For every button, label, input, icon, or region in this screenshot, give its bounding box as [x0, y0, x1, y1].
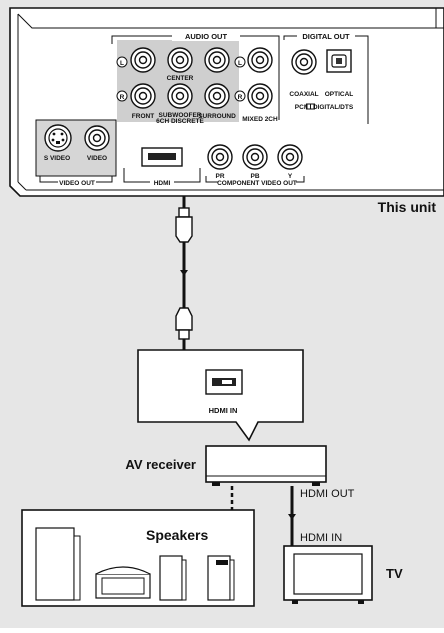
subwoofer-label: SUBWOOFER: [159, 112, 202, 119]
hdmi-label: HDMI: [154, 180, 171, 187]
video-label: VIDEO: [87, 155, 107, 162]
center-jack: [167, 47, 193, 73]
video-jack: [84, 125, 110, 151]
tv: TV: [283, 545, 403, 604]
surround-label: SURROUND: [198, 113, 236, 120]
coaxial-label: COAXIAL: [289, 91, 318, 98]
optical-label: OPTICAL: [325, 91, 354, 98]
pb-jack: [242, 144, 268, 170]
speakers-group: Speakers: [21, 509, 255, 607]
video-out-label: VIDEO OUT: [59, 180, 95, 187]
dolby-digital-icon: [306, 103, 315, 110]
pr-label: PR: [215, 173, 224, 180]
digital-out-group: DIGITAL OUT: [283, 32, 369, 124]
subwoofer-jack: [167, 83, 193, 109]
receiver-hdmi-in-label: HDMI IN: [209, 406, 238, 415]
y-label: Y: [288, 173, 293, 180]
coaxial-jack: [291, 49, 317, 75]
lr-markers: L R L R: [116, 56, 246, 102]
center-label: CENTER: [167, 75, 194, 82]
component-video-out: PR PB Y COMPONENT VIDEO OUT: [205, 144, 305, 187]
video-out-area: S VIDEO VIDEO VIDEO OUT: [35, 119, 117, 187]
audio-out-group: AUDIO OUT: [111, 32, 280, 120]
tv-hdmi-in-label: HDMI IN: [300, 532, 342, 544]
sixch-discrete-label: 6CH DISCRETE: [156, 118, 204, 125]
signal-arrow-down-2: [288, 514, 296, 520]
component-video-out-label: COMPONENT VIDEO OUT: [217, 180, 297, 187]
front-label: FRONT: [132, 113, 154, 120]
right-marker-1: R: [120, 94, 125, 101]
av-receiver: AV receiver: [125, 445, 327, 486]
mixed-2ch-label: MIXED 2CH: [242, 116, 278, 123]
unit-hdmi-port: HDMI: [123, 147, 201, 187]
receiver-hdmi-callout: HDMI IN: [137, 349, 304, 442]
speaker-left: [35, 527, 75, 601]
left-marker-2: L: [238, 60, 242, 67]
y-jack: [277, 144, 303, 170]
digital-out-label: DIGITAL OUT: [302, 32, 350, 41]
surround-l-jack: [204, 47, 230, 73]
mixed-r-jack: [247, 83, 273, 109]
speaker-right: [159, 555, 183, 601]
av-receiver-label: AV receiver: [125, 457, 196, 472]
hdmi-out-label: HDMI OUT: [300, 488, 355, 500]
audio-out-label: AUDIO OUT: [185, 32, 228, 41]
surround-r-jack: [204, 83, 230, 109]
optical-jack: [326, 49, 352, 73]
s-video-jack: [44, 124, 72, 152]
left-marker-1: L: [120, 60, 124, 67]
speakers-label: Speakers: [146, 527, 208, 543]
digital-formats-label: PCM/ DIGITAL/DTS: [295, 104, 354, 111]
s-video-label: S VIDEO: [44, 155, 70, 162]
hdmi-cable-receiver-to-tv: HDMI OUT HDMI IN: [288, 486, 355, 546]
signal-arrow-down: [180, 270, 188, 276]
pb-label: PB: [250, 173, 259, 180]
this-unit-label: This unit: [378, 199, 437, 215]
tv-label: TV: [386, 566, 403, 581]
audio-jacks: [130, 47, 273, 109]
mixed-l-jack: [247, 47, 273, 73]
front-l-jack: [130, 47, 156, 73]
right-marker-2: R: [238, 94, 243, 101]
pr-jack: [207, 144, 233, 170]
front-r-jack: [130, 83, 156, 109]
